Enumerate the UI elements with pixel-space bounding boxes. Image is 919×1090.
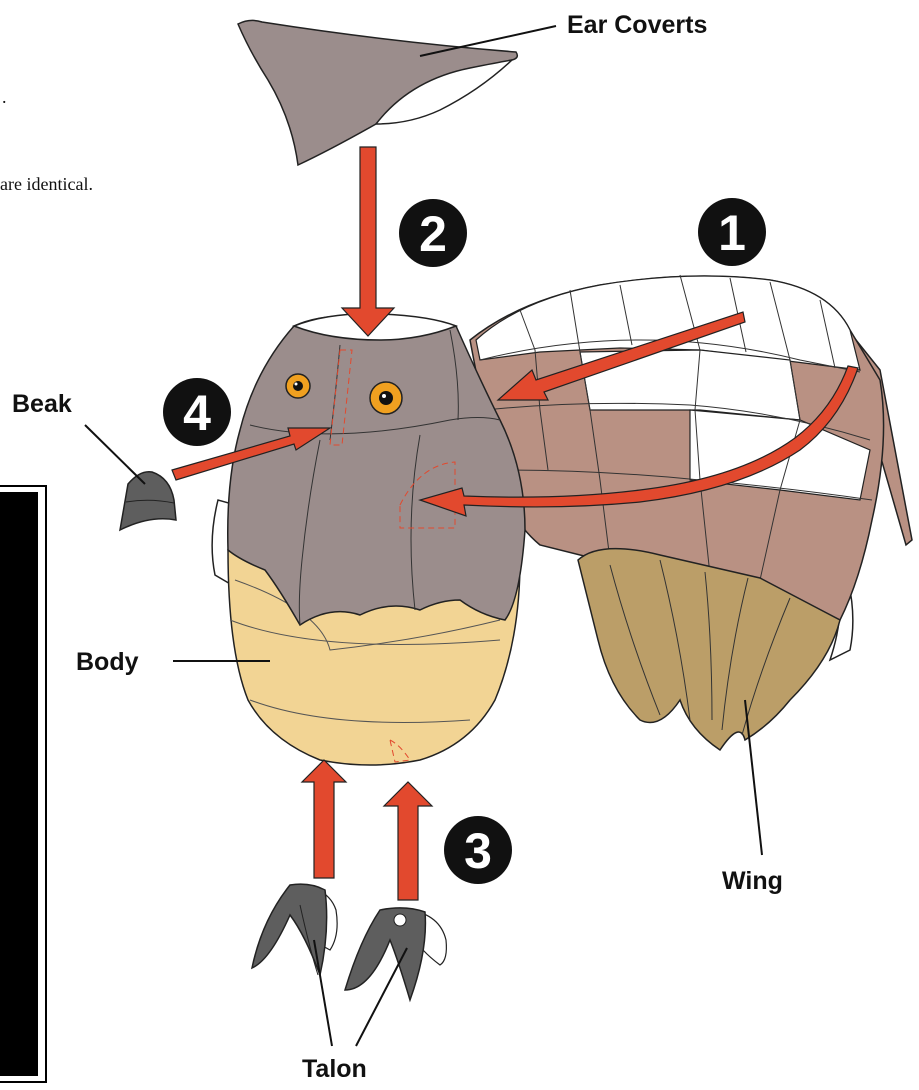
talon-label: Talon: [302, 1055, 367, 1083]
wing-piece: [470, 275, 912, 750]
svg-text:3: 3: [464, 823, 492, 879]
beak-leader-line: [85, 425, 145, 484]
step-badge-3: 3: [444, 816, 512, 884]
step-badge-1: 1: [698, 198, 766, 266]
talon-piece-left: [252, 884, 337, 975]
beak-label: Beak: [12, 390, 72, 418]
wing-label: Wing: [722, 867, 783, 895]
arrow-talon-right: [384, 782, 432, 900]
right-eye: [370, 382, 402, 414]
arrow-ear-coverts-down: [342, 147, 394, 336]
step-badge-4: 4: [163, 378, 231, 446]
left-eye: [286, 374, 310, 398]
beak-piece: [120, 472, 176, 530]
svg-text:2: 2: [419, 206, 447, 262]
svg-text:4: 4: [183, 385, 211, 441]
cropped-text-period: .: [2, 87, 7, 107]
ear-coverts-piece: [238, 20, 517, 165]
talon-piece-right: [345, 908, 446, 1000]
left-black-panel: [0, 486, 46, 1082]
body-label: Body: [76, 648, 139, 676]
svg-text:1: 1: [718, 205, 746, 261]
ear-coverts-label: Ear Coverts: [567, 11, 707, 39]
body-piece: [212, 314, 525, 765]
step-badge-2: 2: [399, 199, 467, 267]
arrow-talon-left: [302, 760, 346, 878]
cropped-text-are-identical: are identical.: [0, 174, 93, 194]
